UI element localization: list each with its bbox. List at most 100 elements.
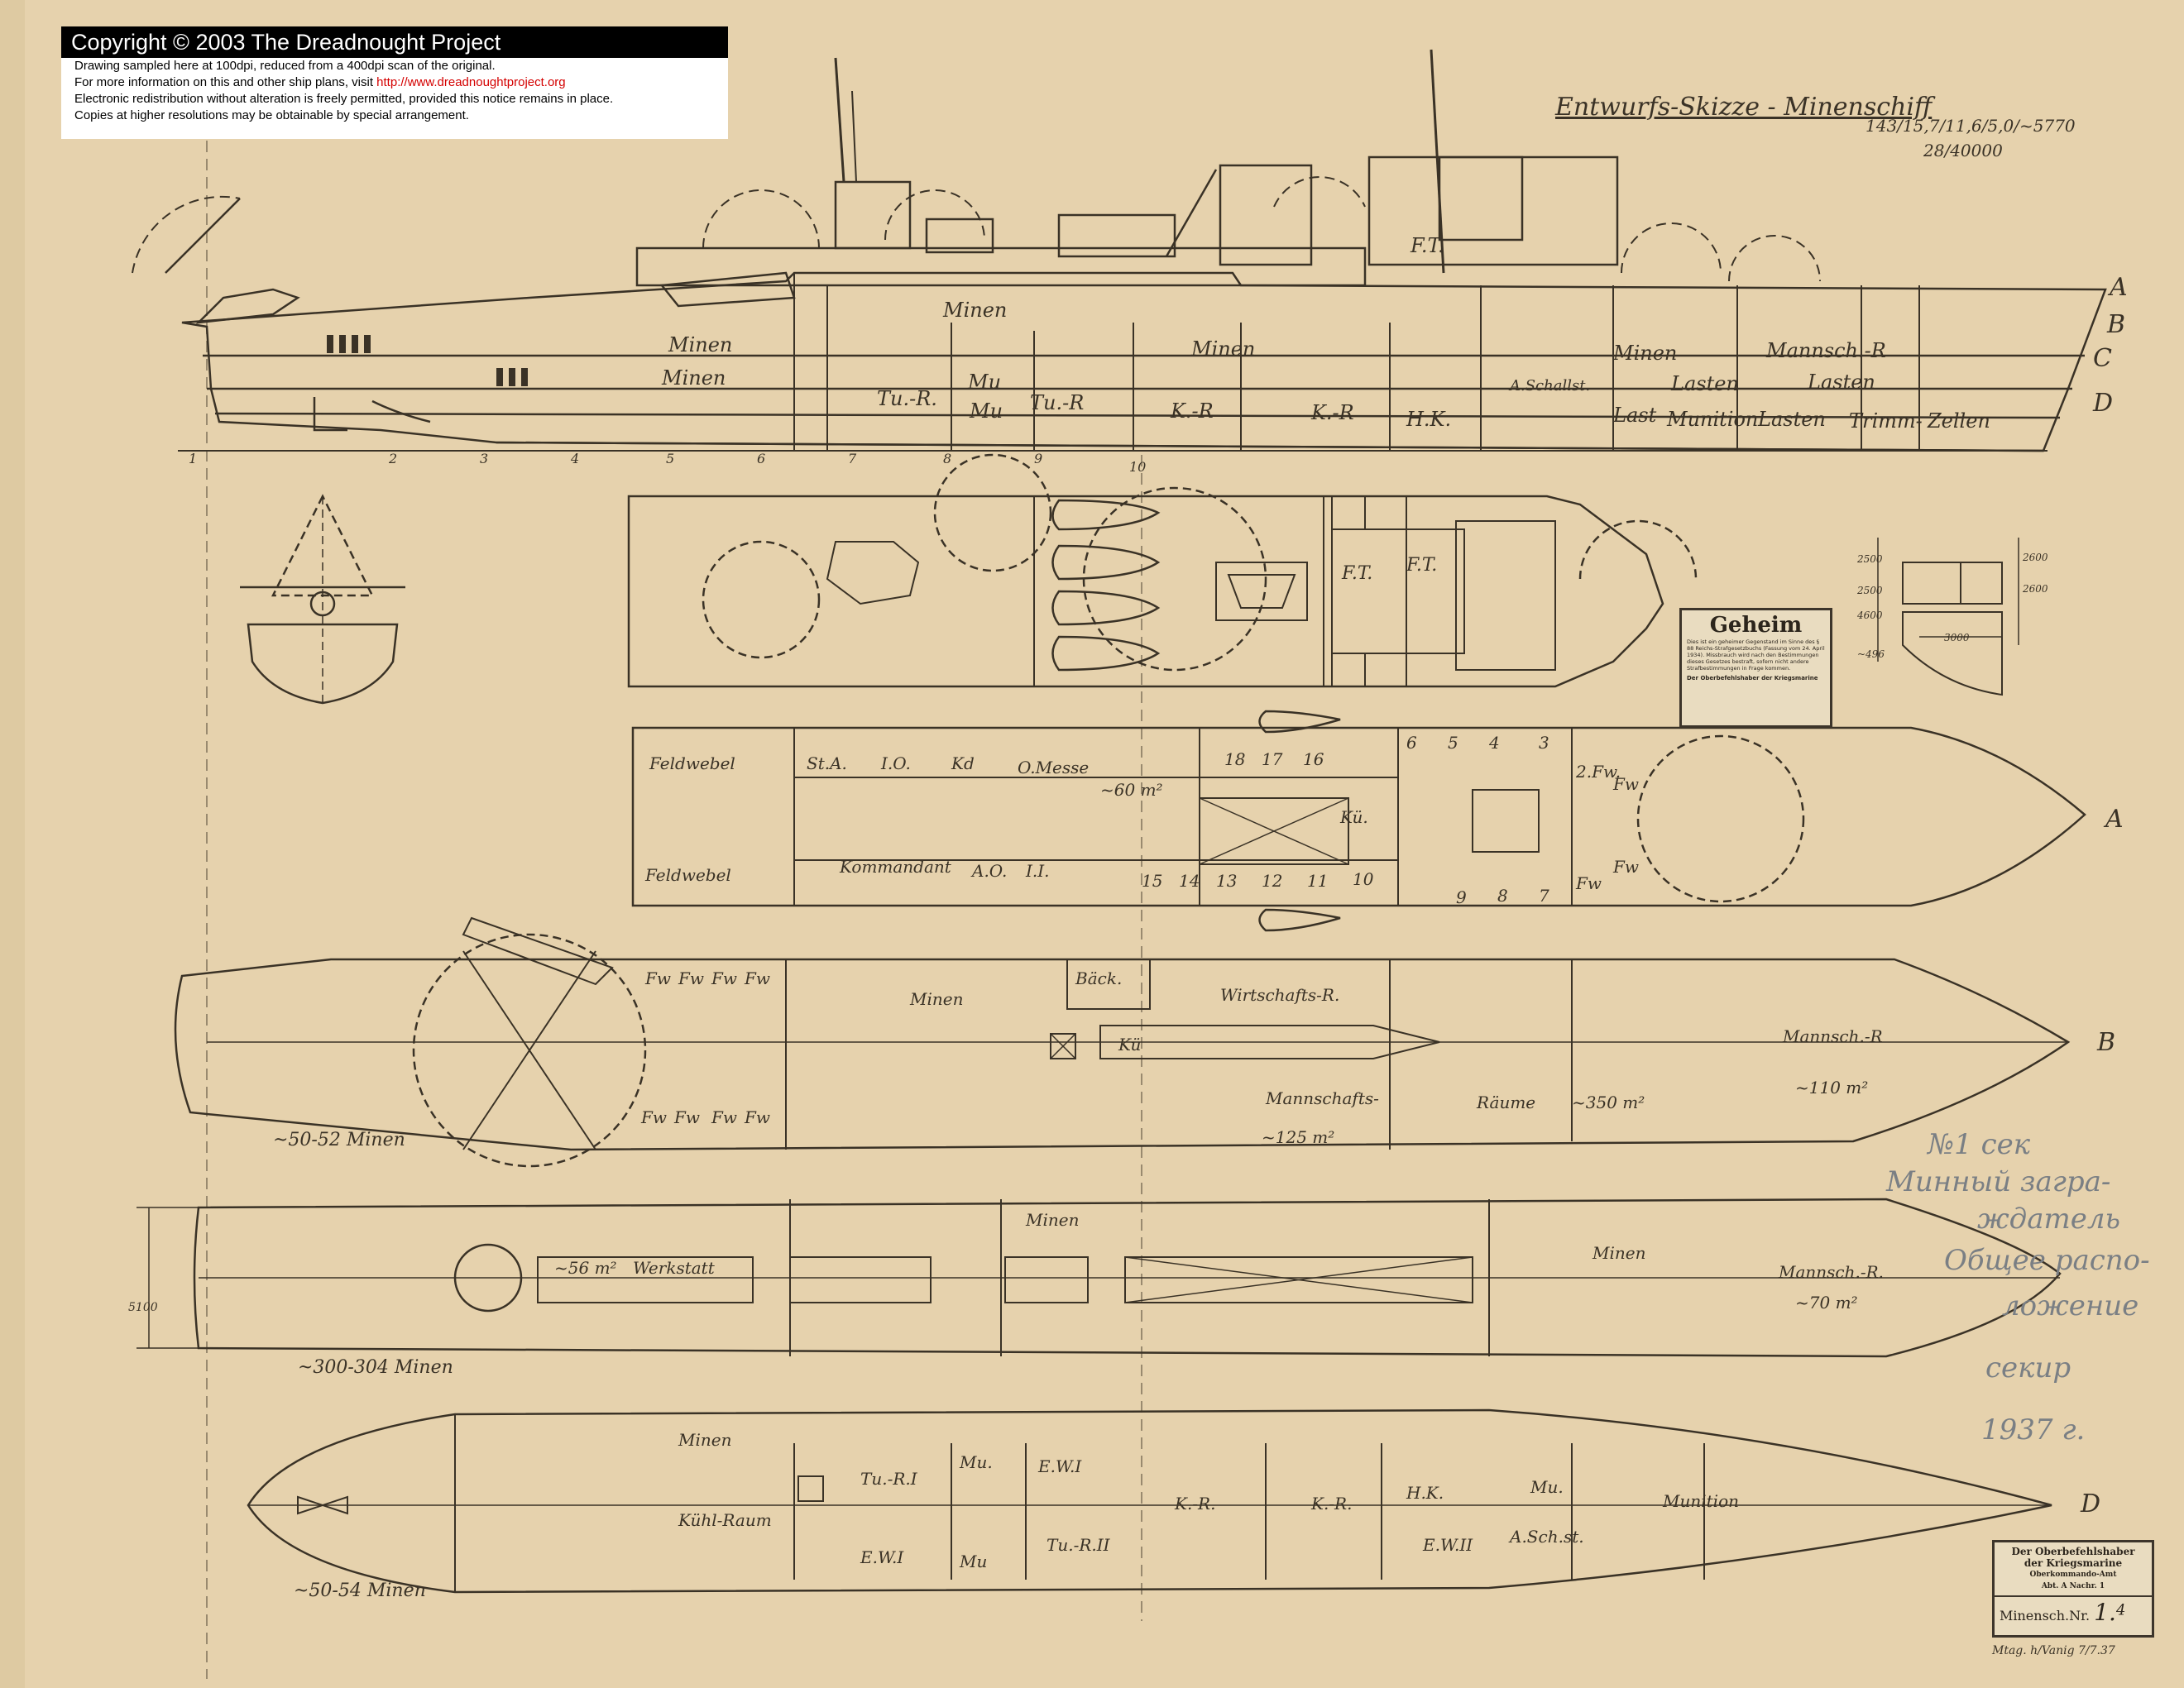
deck-a-label: 15 xyxy=(1142,871,1162,891)
deck-b-label: Fw xyxy=(744,968,770,988)
deck-b-label: Mannsch.-R xyxy=(1782,1026,1883,1046)
drawing-title: Entwurfs-Skizze - Minenschiff xyxy=(1555,93,1933,122)
dreadnought-link[interactable]: http://www.dreadnoughtproject.org xyxy=(376,75,566,89)
front-view xyxy=(240,494,405,705)
deck-d-label: A.Sch.st. xyxy=(1508,1527,1584,1547)
pencil-annotation: Общее распо- xyxy=(1944,1244,2150,1277)
deck-letter-a: A xyxy=(2107,273,2128,302)
profile-label: Mannsch.-R xyxy=(1765,339,1886,362)
deck-b-label: Mannschafts- xyxy=(1265,1088,1379,1108)
frame-number: 2 xyxy=(388,451,397,466)
frame-number: 9 xyxy=(1034,451,1042,466)
frame-number: 6 xyxy=(757,451,765,466)
deck-a-label: Kd xyxy=(951,753,975,773)
signature: Mtag. h/Vanig 7/7.37 xyxy=(1992,1644,2115,1657)
deck-a-label: ~60 m² xyxy=(1100,780,1163,800)
deck-a-label: 11 xyxy=(1307,871,1328,891)
deck-b-label: Fw xyxy=(644,968,671,988)
deck-d-label: K.-R. xyxy=(1310,1494,1352,1513)
deck-d-label: Kühl-Raum xyxy=(678,1510,772,1530)
profile-label: Trimm- xyxy=(1849,409,1923,433)
deck-letter-c: C xyxy=(2093,344,2112,373)
deck-c-label: ~56 m² xyxy=(554,1258,617,1278)
notice-line: Electronic redistribution without altera… xyxy=(74,92,614,106)
deck-d-label: Mu xyxy=(959,1552,987,1571)
deck-b-label: Fw xyxy=(711,968,737,988)
office-stamp-line: der Kriegsmarine xyxy=(2024,1557,2123,1569)
upper-deck-label: F.T. xyxy=(1406,555,1437,576)
deck-b-label: Fw xyxy=(678,968,704,988)
profile-label: Tu.-R. xyxy=(877,387,937,410)
pencil-annotation: Минный загра- xyxy=(1885,1165,2110,1198)
deck-d-label: E.W.II xyxy=(1422,1535,1473,1555)
deck-a-label: 4 xyxy=(1488,733,1500,753)
pencil-annotation: 1937 г. xyxy=(1981,1413,2085,1447)
frame-number: 1 xyxy=(189,451,197,466)
deck-d-label: Mu. xyxy=(959,1452,993,1472)
deck-a-label: 7 xyxy=(1539,886,1549,906)
office-stamp-line: Abt. A Nachr. 1 xyxy=(2041,1582,2105,1590)
deck-d-labels: Minen Kühl-Raum Tu.-R.I Mu. E.W.I E.W.I … xyxy=(678,1430,1739,1571)
profile-label: Minen xyxy=(1190,337,1255,361)
profile-label: Munition xyxy=(1666,408,1758,431)
frame-numbers: 1 2 3 4 5 6 7 8 9 10 xyxy=(178,450,2048,475)
deck-d-plan xyxy=(247,1408,2052,1594)
deck-a-label: Fw xyxy=(1575,873,1602,893)
upper-deck-plan xyxy=(627,453,1698,688)
deck-d-label: K.-R. xyxy=(1174,1494,1215,1513)
geheim-footer: Der Oberbefehlshaber der Kriegsmarine xyxy=(1687,675,1818,681)
copyright-title: Copyright © 2003 The Dreadnought Project xyxy=(61,26,728,58)
deck-d-label: Mu. xyxy=(1530,1477,1564,1497)
section-dim: 4600 xyxy=(1856,610,1883,621)
deck-letter-b: B xyxy=(2106,310,2125,339)
deck-b-label: Fw xyxy=(673,1107,700,1127)
deck-a-label: 6 xyxy=(1406,733,1417,753)
deck-c-label: Mannsch.-R. xyxy=(1778,1262,1884,1282)
deck-b-label: Fw xyxy=(711,1107,737,1127)
deck-c-labels: ~56 m² Werkstatt Minen Minen Mannsch.-R.… xyxy=(554,1210,1884,1313)
profile-label: Tu.-R xyxy=(1030,391,1084,414)
office-stamp-line: Oberkommando-Amt xyxy=(2029,1571,2117,1579)
frame-number: 4 xyxy=(570,451,579,466)
deck-a-label: St.A. xyxy=(807,753,847,773)
notice-line: Copies at higher resolutions may be obta… xyxy=(74,108,469,122)
deck-a-label: I.O. xyxy=(880,753,911,773)
deck-d-label: Tu.-R.I xyxy=(860,1469,918,1489)
deck-a-label: 16 xyxy=(1303,749,1324,769)
deck-c-caption: ~300-304 Minen xyxy=(298,1357,453,1378)
deck-d-label: E.W.I xyxy=(860,1547,904,1567)
geheim-title: Geheim xyxy=(1709,613,1803,638)
notice-line-with-link: For more information on this and other s… xyxy=(61,74,728,91)
deck-c-label: Werkstatt xyxy=(633,1258,716,1278)
profile-label: Last xyxy=(1612,404,1657,427)
profile-label: F.T. xyxy=(1410,234,1444,257)
frame-number: 5 xyxy=(666,451,674,466)
section-dims: 2500 2500 4600 2600 2600 3000 ~496 xyxy=(1856,552,2048,660)
frame-number: 8 xyxy=(943,451,951,466)
deck-a-label: 9 xyxy=(1456,887,1467,907)
deck-a-label: 2.Fw. xyxy=(1575,762,1621,782)
deck-letters: A B C D xyxy=(2092,273,2128,418)
geheim-text: Dies ist ein geheimer Gegenstand im Sinn… xyxy=(1687,638,1825,672)
profile-labels: Minen Minen Minen Minen Mu Mu Tu.-R. Tu.… xyxy=(661,234,1990,433)
deck-letter-d-plan: D xyxy=(2080,1490,2100,1518)
deck-b-label: ~350 m² xyxy=(1572,1093,1645,1112)
office-stamp-label: Minensch.Nr. xyxy=(2000,1608,2091,1623)
deck-a-label: 12 xyxy=(1262,871,1282,891)
profile-label: Minen xyxy=(661,366,726,390)
deck-a-label: 13 xyxy=(1216,871,1237,891)
deck-a-label: A.O. xyxy=(970,861,1007,881)
deck-a-label: 18 xyxy=(1224,749,1245,769)
deck-c-dimension: 5100 xyxy=(128,1301,158,1314)
deck-a-label: Feldwebel xyxy=(644,865,731,885)
profile-label: K.-R xyxy=(1170,399,1214,423)
profile-label: Minen xyxy=(1612,342,1677,365)
deck-a-label: Feldwebel xyxy=(649,753,735,773)
deck-a-label: 14 xyxy=(1179,871,1200,891)
deck-b-label: Minen xyxy=(909,989,963,1009)
profile-label: Zellen xyxy=(1927,409,1990,433)
deck-a-label: 17 xyxy=(1262,749,1283,769)
deck-a-label: Kü. xyxy=(1339,807,1368,827)
deck-a-label: Fw xyxy=(1612,774,1639,794)
